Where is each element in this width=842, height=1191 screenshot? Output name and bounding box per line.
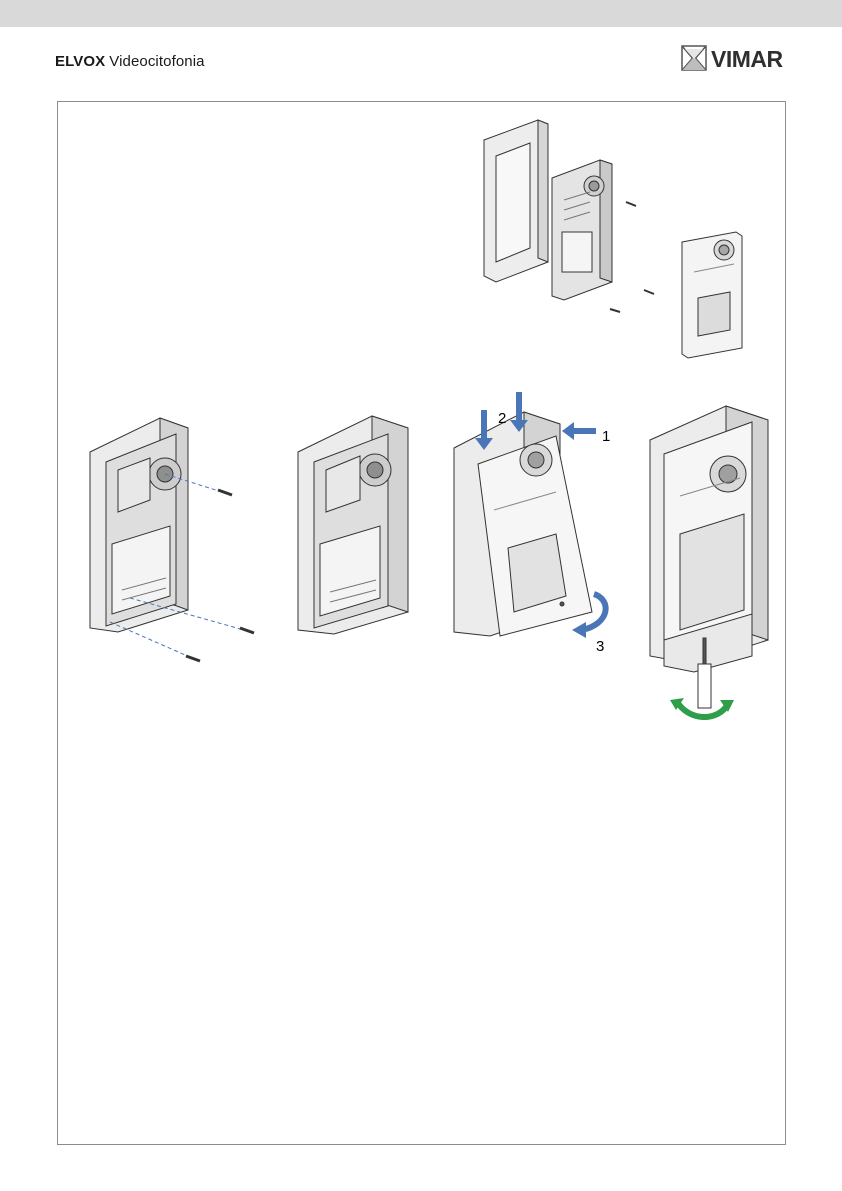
step-screw-module — [90, 418, 254, 661]
step-final-assembly — [650, 406, 768, 672]
screw-icon — [186, 490, 254, 661]
electronic-module — [552, 160, 612, 300]
step-label-1: 1 — [602, 428, 610, 445]
front-panel — [682, 232, 742, 358]
step-module-assembled — [298, 416, 408, 634]
screw-icon — [610, 202, 654, 312]
step-fit-front — [454, 412, 592, 636]
exploded-view — [484, 120, 742, 358]
rain-shield — [484, 120, 548, 282]
step-label-3: 3 — [596, 638, 604, 655]
step-label-2: 2 — [498, 410, 506, 427]
